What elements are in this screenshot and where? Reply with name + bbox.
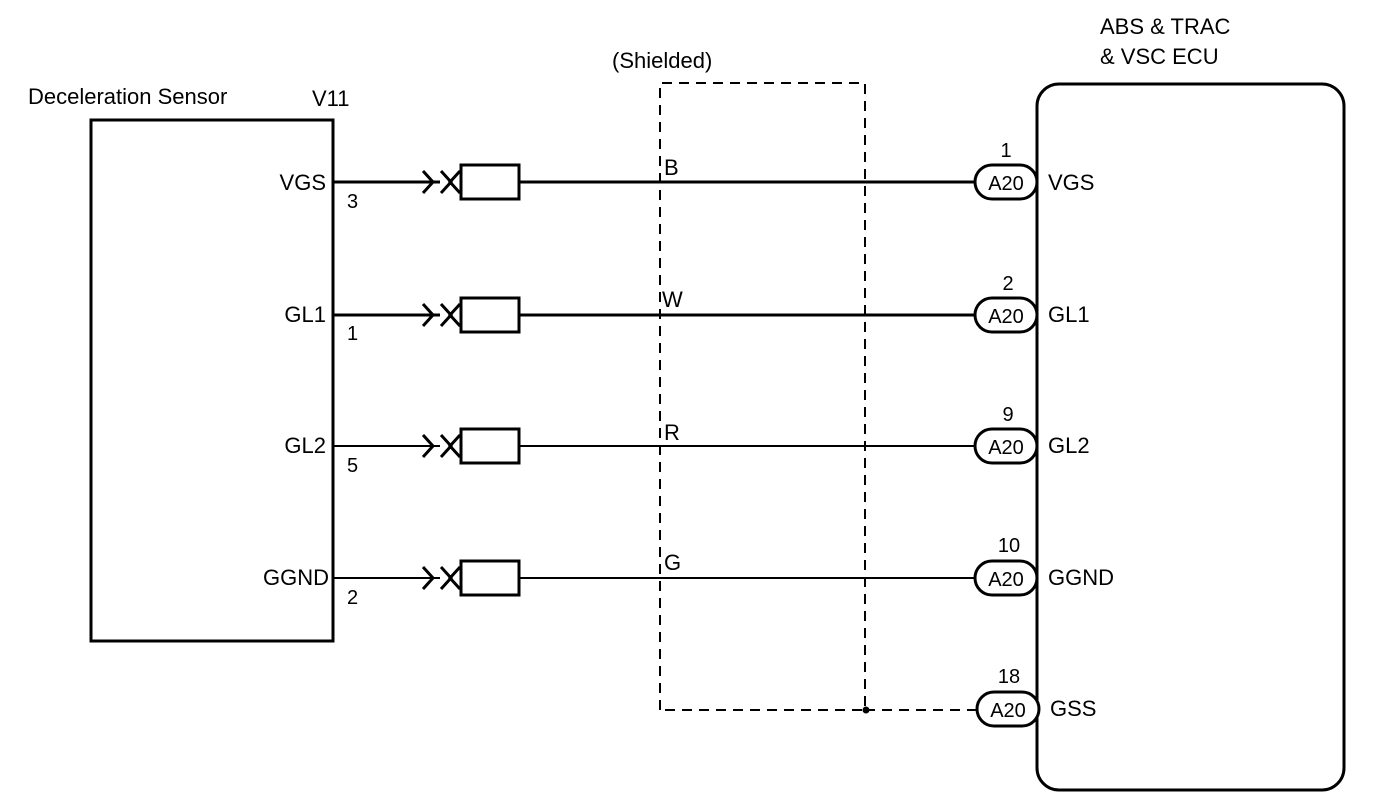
ecu-title-line1: ABS & TRAC <box>1100 14 1231 39</box>
ecu-pin-number: 18 <box>998 666 1020 688</box>
connector-chevron <box>421 565 436 591</box>
wire-color-label: W <box>662 287 683 312</box>
ecu-pin-label: GSS <box>1050 696 1096 721</box>
ecu-title-line2: & VSC ECU <box>1100 44 1219 69</box>
connector-chevron <box>447 169 462 195</box>
wire-color-label: G <box>664 550 681 575</box>
connector-chevron <box>421 169 436 195</box>
connector-oval <box>973 559 1039 597</box>
shield-junction-dot <box>862 706 870 714</box>
wire-gss: 18 A20 GSS <box>975 666 1096 728</box>
connector-box <box>459 559 521 597</box>
ecu-box <box>1035 82 1346 792</box>
sensor-code: V11 <box>312 86 350 111</box>
ecu-pin-number: 9 <box>1002 404 1013 426</box>
wire-vgs: VGS 3 B 1 A20 VGS <box>280 140 1095 213</box>
connector-chevron <box>421 302 436 328</box>
connector-chevron <box>421 433 436 459</box>
wire-gl1: GL1 1 W 2 A20 GL1 <box>284 273 1089 345</box>
ecu-pin-label: VGS <box>1048 170 1094 195</box>
sensor-pin-number: 1 <box>347 323 358 345</box>
connector-oval <box>973 427 1039 465</box>
connector-code: A20 <box>988 569 1024 591</box>
sensor-title: Deceleration Sensor <box>28 84 227 109</box>
connector-chevron <box>447 565 462 591</box>
connector-code: A20 <box>988 173 1024 195</box>
sensor-pin-label: VGS <box>280 170 326 195</box>
connector-oval <box>973 163 1039 201</box>
connector-code: A20 <box>988 437 1024 459</box>
ecu-pin-number: 2 <box>1002 273 1013 295</box>
connector-box <box>459 296 521 334</box>
ecu-pin-label: GGND <box>1048 565 1114 590</box>
connector-code: A20 <box>990 700 1026 722</box>
ecu-pin-number: 1 <box>1000 140 1011 162</box>
wire-color-label: B <box>664 155 679 180</box>
shield-outline <box>659 82 866 711</box>
sensor-pin-number: 5 <box>347 455 358 477</box>
sensor-pin-label: GL1 <box>284 302 326 327</box>
sensor-box <box>89 118 335 643</box>
connector-code: A20 <box>988 306 1024 328</box>
sensor-pin-number: 3 <box>347 191 358 213</box>
connector-chevron <box>447 302 462 328</box>
connector-oval <box>973 296 1039 334</box>
connector-box <box>459 163 521 201</box>
wire-ggnd: GGND 2 G 10 A20 GGND <box>263 535 1114 609</box>
sensor-pin-label: GGND <box>263 565 329 590</box>
shield-label: (Shielded) <box>612 48 712 73</box>
connector-chevron <box>447 433 462 459</box>
sensor-pin-label: GL2 <box>284 433 326 458</box>
connector-oval <box>975 690 1041 728</box>
wire-gl2: GL2 5 R 9 A20 GL2 <box>284 404 1089 477</box>
connector-box <box>459 427 521 465</box>
ecu-pin-label: GL1 <box>1048 302 1090 327</box>
ecu-pin-number: 10 <box>998 535 1020 557</box>
wire-color-label: R <box>664 420 680 445</box>
ecu-pin-label: GL2 <box>1048 433 1090 458</box>
sensor-pin-number: 2 <box>347 587 358 609</box>
